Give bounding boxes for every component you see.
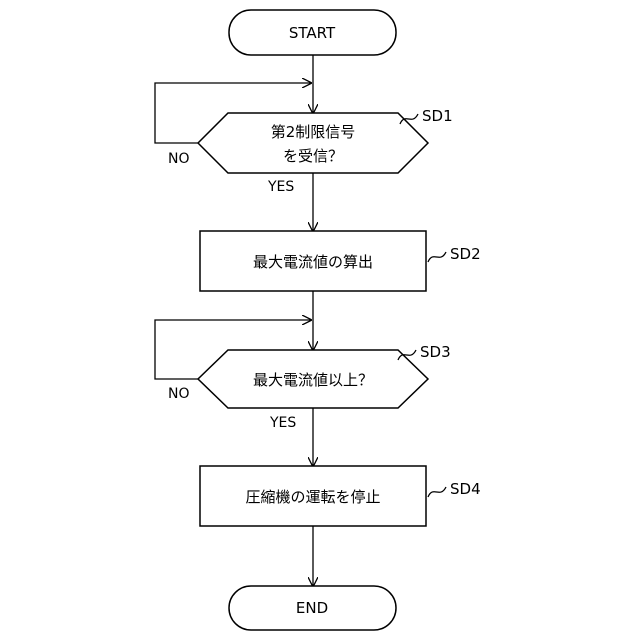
decision-sd1-yes-label: YES [267,179,294,195]
decision-sd1-line2: を受信？ [283,147,343,165]
decision-sd3-label: 最大電流値以上？ [253,371,373,389]
step-sd3: SD3 [420,343,451,361]
decision-sd3-no-label: NO [168,386,190,402]
step-leader-sd2 [428,252,446,262]
decision-sd1-no-label: NO [168,151,190,167]
step-sd4: SD4 [450,480,481,498]
start-label: START [289,24,336,42]
process-sd4-label: 圧縮機の運転を停止 [245,488,380,506]
end-label: END [296,599,328,617]
step-sd1: SD1 [422,107,453,125]
process-sd2-label: 最大電流値の算出 [253,253,373,271]
decision-sd1-line1: 第2制限信号 [271,123,356,141]
step-leader-sd4 [428,487,446,497]
step-sd2: SD2 [450,245,481,263]
decision-sd3-yes-label: YES [269,415,296,431]
